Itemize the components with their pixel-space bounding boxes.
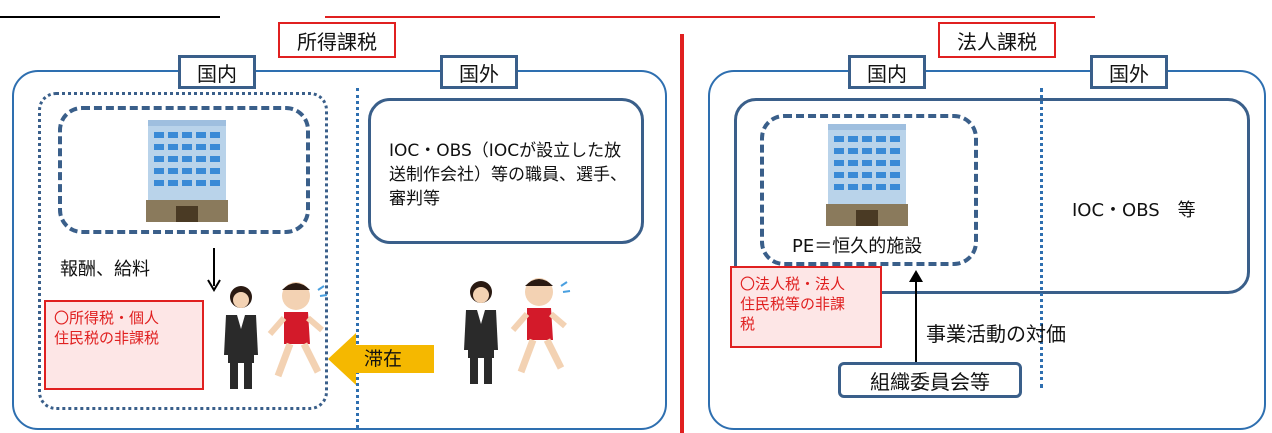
foreign-staff-text: IOC・OBS（IOCが設立した放送制作会社）等の職員、選手、審判等 [389,141,627,209]
tab-domestic-left: 国内 [178,55,256,89]
tab-foreign-right: 国外 [1090,55,1168,89]
domestic-foreign-divider-right [1040,88,1043,388]
official-person-icon [224,286,258,389]
foreign-staff-box: IOC・OBS（IOCが設立した放送制作会社）等の職員、選手、審判等 [368,98,644,244]
corporate-tax-exemption-text: 〇法人税・法人住民税等の非課税 [740,275,846,333]
consideration-label: 事業活動の対価 [926,322,1066,346]
consideration-arrow-icon [909,270,923,366]
tab-domestic-right: 国内 [848,55,926,89]
income-tax-exemption-text: 〇所得税・個人住民税の非課税 [54,309,160,347]
corporate-tax-exemption-note: 〇法人税・法人住民税等の非課税 [730,266,882,348]
top-red-underline [325,16,1095,18]
stay-arrow-icon [328,333,434,385]
income-tax-exemption-note: 〇所得税・個人住民税の非課税 [44,300,204,390]
domestic-foreign-divider-left [356,88,359,428]
foreign-entities-label: IOC・OBS 等 [1072,200,1196,221]
salary-label: 報酬、給料 [60,259,150,280]
building-icon [146,120,228,222]
top-left-underline [0,16,220,18]
corporate-tax-title: 法人課税 [938,22,1056,58]
domestic-dotted-region [38,92,328,410]
pe-label: PE＝恒久的施設 [792,236,923,257]
pe-building-icon [826,124,908,226]
pe-dashed-box [760,114,978,266]
athlete-icon [267,282,328,378]
tab-foreign-left: 国外 [440,55,518,89]
stay-label: 滞在 [364,348,403,370]
center-red-divider [680,34,684,433]
foreign-entities-box [734,98,1250,294]
foreign-official-person-icon [464,281,498,384]
income-tax-title: 所得課税 [278,22,396,58]
foreign-company-dashed-box [58,106,310,234]
salary-arrow-icon [207,248,221,292]
organizing-committee-box: 組織委員会等 [838,362,1022,398]
foreign-athlete-icon [510,278,571,374]
